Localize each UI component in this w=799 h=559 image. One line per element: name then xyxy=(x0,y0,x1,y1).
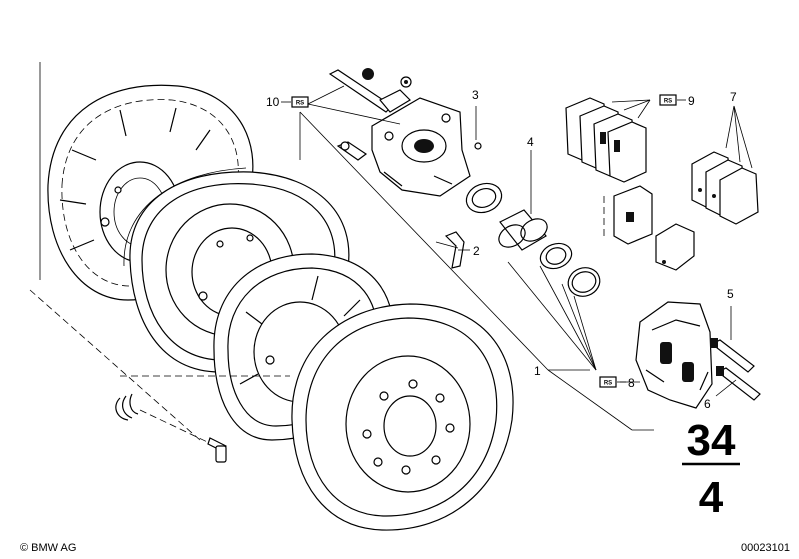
rs-badge-10: RS xyxy=(291,96,309,108)
callout-4: 4 xyxy=(527,135,534,149)
hex-bolt xyxy=(710,338,755,373)
retaining-spring xyxy=(115,393,139,421)
guide-bolt xyxy=(328,68,412,113)
callout-5: 5 xyxy=(727,287,734,301)
caliper-piston xyxy=(498,209,548,251)
callout-9: 9 xyxy=(688,94,695,108)
copyright-text: © BMW AG xyxy=(20,542,76,554)
rs-badge-9: RS xyxy=(659,94,677,106)
rs-badge-8: RS xyxy=(599,376,617,388)
brake-pad-set-right xyxy=(691,151,759,225)
callout-1: 1 xyxy=(534,364,541,378)
brake-pad-single xyxy=(613,185,695,271)
section-main-number: 34 xyxy=(687,416,736,465)
socket-bolt xyxy=(716,366,761,401)
brake-caliper-right xyxy=(635,301,713,409)
anti-rattle-spring xyxy=(435,231,465,269)
countersunk-bolt xyxy=(207,437,227,463)
callout-3: 3 xyxy=(472,88,479,102)
svg-text:RS: RS xyxy=(296,101,304,107)
callout-8: 8 xyxy=(628,376,635,390)
svg-text:RS: RS xyxy=(604,381,612,387)
brake-caliper-left xyxy=(336,97,482,197)
callout-7: 7 xyxy=(730,90,737,104)
svg-text:RS: RS xyxy=(664,99,672,105)
section-sub-number: 4 xyxy=(699,473,724,522)
callout-6: 6 xyxy=(704,397,711,411)
callout-2: 2 xyxy=(473,244,480,258)
image-number: 00023101 xyxy=(741,542,790,554)
piston-dust-boot xyxy=(539,242,573,270)
retaining-ring xyxy=(567,267,601,297)
brake-disc-rear xyxy=(291,303,514,531)
brake-pad-set-upper xyxy=(565,97,647,183)
piston-seal-ring xyxy=(465,182,503,214)
leader-lines xyxy=(299,85,753,431)
callout-10: 10 xyxy=(266,95,280,109)
